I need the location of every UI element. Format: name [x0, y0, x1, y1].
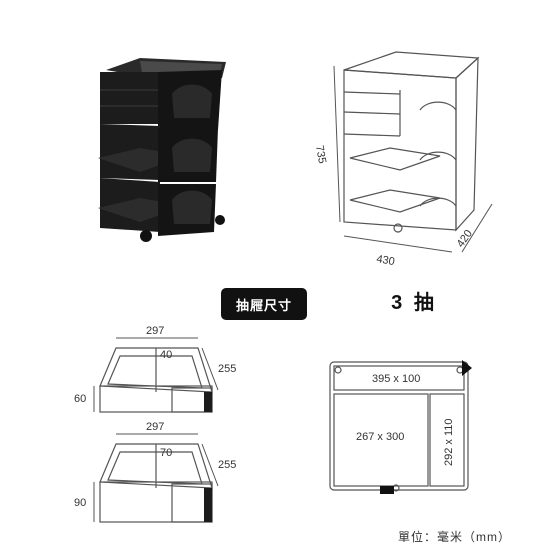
top-view-latch: [380, 486, 394, 494]
deep-width-label: 297: [146, 421, 164, 433]
side-opening: [172, 138, 212, 172]
shallow-drawer-rim: [99, 347, 213, 393]
wheel: [215, 215, 225, 225]
drawer-count-label: 3 抽: [391, 292, 437, 314]
side-tray: [429, 393, 465, 487]
deep-drawer-rim: [99, 443, 213, 489]
deep-depth-label: 255: [218, 459, 236, 471]
shallow-depth-line: [201, 347, 219, 391]
drawing-opening: [419, 151, 457, 161]
drawing-drawer-line: [343, 91, 401, 95]
drawing-wheel: [393, 223, 403, 233]
shallow-offset-label: 40: [160, 349, 172, 361]
deep-drawer-inner: [107, 451, 203, 485]
unit-note: 單位：毫米（mm）: [398, 530, 511, 544]
drawing-shelf: [349, 147, 441, 171]
shallow-drawer-inner: [107, 355, 203, 389]
top-view-arrow: [462, 360, 472, 376]
height-dimension-line: [333, 65, 341, 223]
drawing-shelf: [349, 189, 441, 213]
deep-height-label: 90: [74, 497, 86, 509]
drawer-stack-front: [100, 72, 160, 124]
corner-mark: [334, 366, 342, 374]
deep-depth-line: [201, 443, 219, 487]
drawing-drawer-line: [343, 111, 401, 115]
height-label: 735: [313, 144, 328, 164]
width-dimension-line: [343, 235, 453, 253]
shallow-width-label: 297: [146, 325, 164, 337]
width-label: 430: [375, 253, 395, 268]
wheel: [140, 230, 152, 242]
deep-drawer-tab: [204, 488, 212, 522]
top-view-outline: [329, 361, 469, 491]
side-tray-label: 292 x 110: [443, 418, 455, 466]
deep-offset-label: 70: [160, 447, 172, 459]
shallow-depth-label: 255: [218, 363, 236, 375]
shallow-drawer-tab: [204, 392, 212, 412]
drawing-opening: [419, 101, 457, 111]
drawing-side: [455, 56, 479, 232]
depth-dimension-line: [461, 203, 493, 253]
drawing-drawer-line: [343, 133, 401, 137]
side-opening: [172, 190, 212, 224]
side-opening: [172, 84, 212, 118]
shallow-height-label: 60: [74, 393, 86, 405]
drawer-size-badge: 抽屜尺寸: [221, 288, 307, 320]
top-tray: [333, 365, 465, 391]
top-tray-label: 395 x 100: [372, 373, 420, 385]
main-tray-label: 267 x 300: [356, 431, 404, 443]
